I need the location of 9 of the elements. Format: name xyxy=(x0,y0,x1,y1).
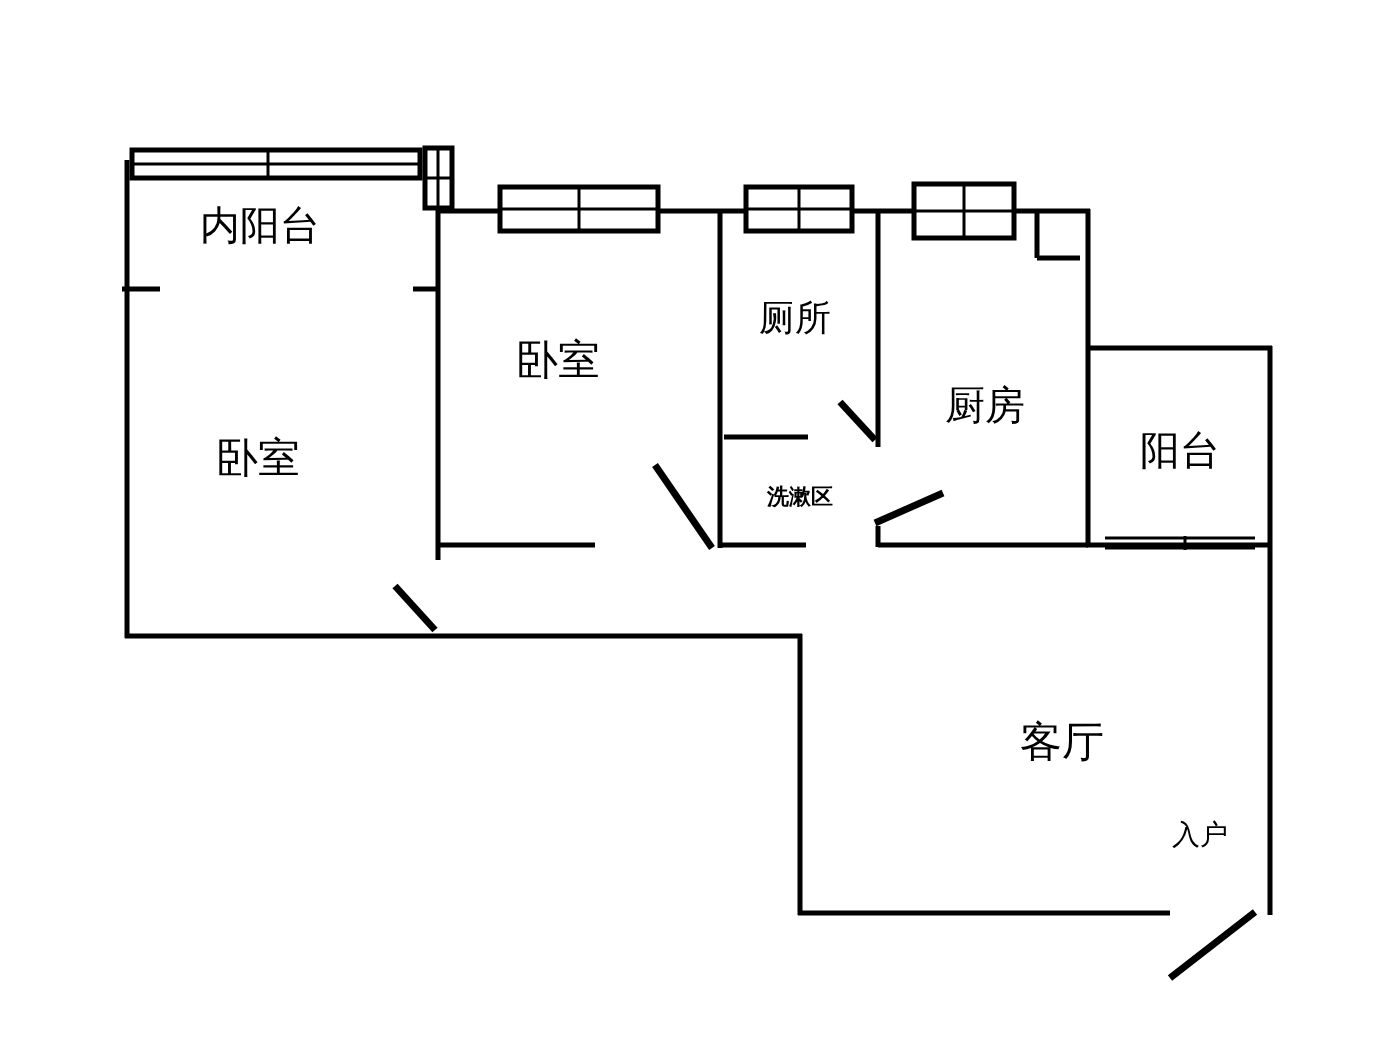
room-label: 客厅 xyxy=(1020,721,1104,763)
room-label: 卧室 xyxy=(516,339,600,381)
room-label: 厕所 xyxy=(759,300,831,336)
room-label: 入户 xyxy=(1172,821,1228,849)
room-label: 内阳台 xyxy=(200,205,320,245)
room-label: 阳台 xyxy=(1140,430,1220,470)
room-label: 卧室 xyxy=(216,437,300,479)
room-label: 厨房 xyxy=(945,385,1025,425)
room-label: 洗漱区 xyxy=(767,486,833,508)
